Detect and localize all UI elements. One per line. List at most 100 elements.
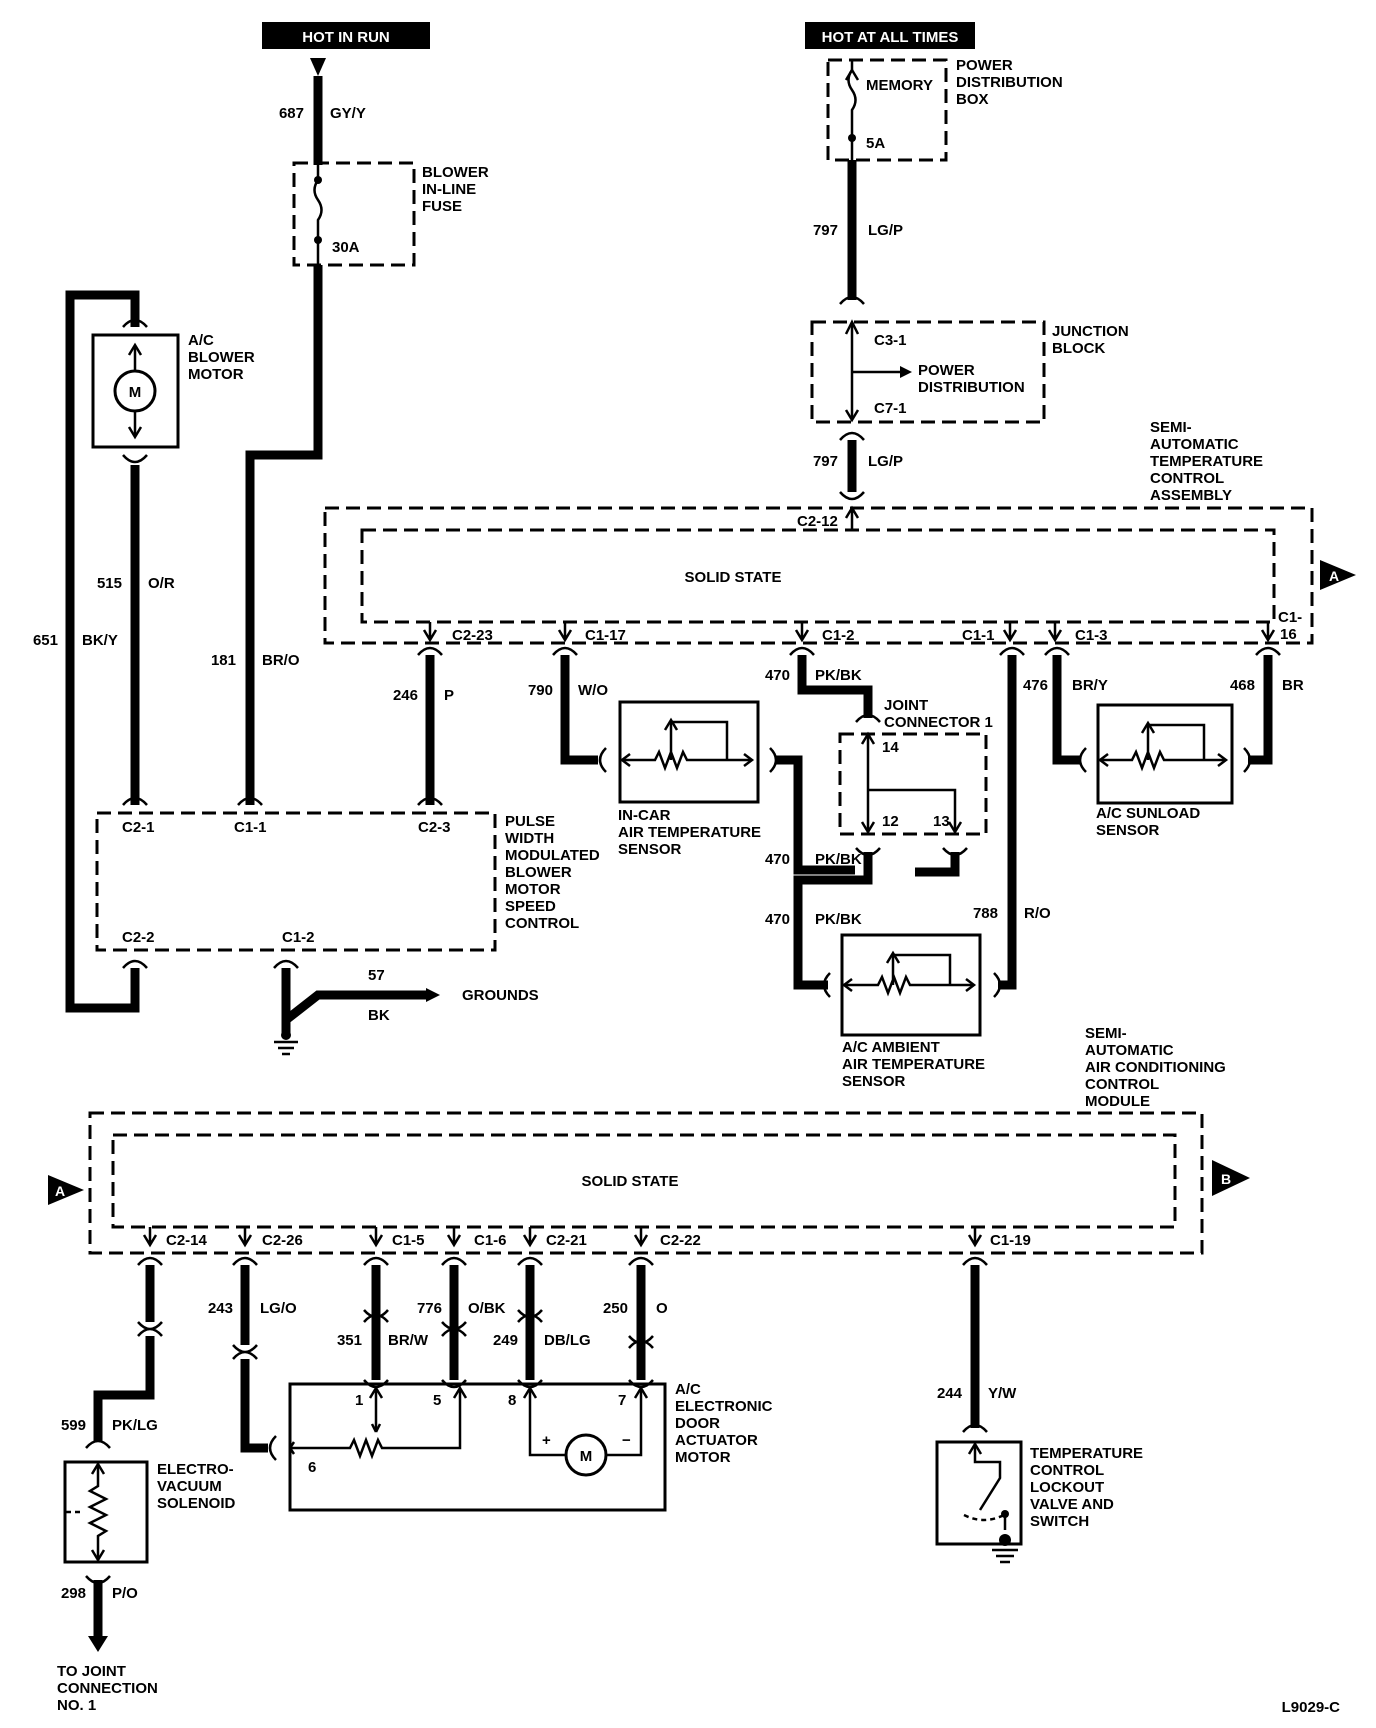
mod-conn-c2-21: C2-21 (546, 1232, 587, 1249)
wire-181 (245, 265, 323, 805)
in-car-sensor-label: IN-CAR AIR TEMPERATURE SENSOR (618, 807, 765, 858)
conn-c2-23: C2-23 (452, 627, 493, 644)
memory-fuse-arrow (844, 67, 860, 81)
wire-468-circuit: 468 (1230, 677, 1255, 694)
actuator-motor-symbol: M (580, 1448, 593, 1465)
ac-blower-motor-label: A/C BLOWER MOTOR (188, 332, 259, 383)
blower-inline-fuse (292, 161, 416, 267)
wire-470b-circuit: 470 (765, 851, 790, 868)
act-pin-7: 7 (618, 1392, 626, 1409)
electro-vacuum-solenoid-label: ELECTRO- VACUUM SOLENOID (157, 1461, 238, 1512)
wire-57-color: BK (368, 1007, 390, 1024)
pwm-conn-c2-1: C2-1 (122, 819, 155, 836)
offpage-connector-b: B (1212, 1160, 1250, 1196)
actuator-potentiometer (290, 1388, 462, 1460)
wire-687-circuit: 687 (279, 105, 304, 122)
jc-pin-13: 13 (933, 813, 950, 830)
wire-468 (1248, 655, 1273, 765)
wire-243-color: LG/O (260, 1300, 297, 1317)
wire-476 (1052, 655, 1080, 765)
wire-470b-color: PK/BK (815, 851, 862, 868)
wire-470c-color: PK/BK (815, 911, 862, 928)
electro-vacuum-solenoid (63, 1460, 149, 1564)
mod-conn-c2-14: C2-14 (166, 1232, 208, 1249)
memory-fuse-label: MEMORY (866, 77, 933, 94)
wire-788-circuit: 788 (973, 905, 998, 922)
wire-470c-circuit: 470 (765, 911, 790, 928)
power-distribution-box (826, 58, 948, 162)
wire-797-color: LG/P (868, 222, 903, 239)
wire-790-color: W/O (578, 682, 608, 699)
act-plus: + (542, 1432, 551, 1449)
ac-blower-motor (91, 333, 180, 449)
wire-776-circuit: 776 (417, 1300, 442, 1317)
wire-687-color: GY/Y (330, 105, 366, 122)
wire-476-color: BR/Y (1072, 677, 1108, 694)
wire-599-color: PK/LG (112, 1417, 158, 1434)
mod-conn-c1-6: C1-6 (474, 1232, 507, 1249)
wire-468-color: BR (1282, 677, 1304, 694)
wire-244-color: Y/W (988, 1385, 1017, 1402)
power-distribution-box-label: POWER DISTRIBUTION BOX (956, 57, 1067, 108)
ac-sunload-sensor (1096, 703, 1234, 805)
wire-250-circuit: 250 (603, 1300, 628, 1317)
solid-state-bottom-label: SOLID STATE (582, 1173, 679, 1190)
switch-ground-symbol (992, 1548, 1018, 1564)
hot-at-all-times-label: HOT AT ALL TIMES (805, 22, 975, 49)
in-car-thermistor (622, 720, 752, 772)
wire-298-circuit: 298 (61, 1585, 86, 1602)
mod-conn-c1-19: C1-19 (990, 1232, 1031, 1249)
wire-515-circuit: 515 (97, 575, 122, 592)
connector-symbol (839, 295, 865, 305)
pwm-blower-speed-control (95, 811, 497, 952)
joint-connector-label: JOINT CONNECTOR 1 (884, 697, 993, 731)
wire-351-circuit: 351 (337, 1332, 362, 1349)
wire-790-circuit: 790 (528, 682, 553, 699)
wire-651-color: BK/Y (82, 632, 118, 649)
wire-249-circuit: 249 (493, 1332, 518, 1349)
wire-599-circuit: 599 (61, 1417, 86, 1434)
ambient-sensor-label: A/C AMBIENT AIR TEMPERATURE SENSOR (842, 1039, 989, 1090)
blower-inline-fuse-label: BLOWER IN-LINE FUSE (422, 164, 493, 215)
wire-181-color: BR/O (262, 652, 300, 669)
wire-470a-circuit: 470 (765, 667, 790, 684)
wire-243 (240, 1359, 268, 1453)
pwm-conn-c1-1: C1-1 (234, 819, 267, 836)
act-minus: − (622, 1432, 631, 1449)
svg-text:A: A (55, 1183, 65, 1199)
wire-57-circuit: 57 (368, 967, 385, 984)
wire-181-circuit: 181 (211, 652, 236, 669)
ac-control-module (88, 1111, 1204, 1255)
junction-block-label: JUNCTION BLOCK (1052, 323, 1133, 357)
motor-symbol: M (129, 384, 142, 401)
to-joint-connection-label: TO JOINT CONNECTION NO. 1 (57, 1663, 162, 1714)
mod-conn-c2-22: C2-22 (660, 1232, 701, 1249)
wire-57 (283, 990, 426, 1024)
conn-c7-1: C7-1 (874, 400, 907, 417)
supply-arrow (310, 58, 326, 76)
wire-776-color: O/BK (468, 1300, 506, 1317)
blower-fuse-rating: 30A (332, 239, 360, 256)
ground-symbol (274, 1040, 298, 1056)
wire-470-top (797, 655, 873, 718)
junction-block (810, 320, 1046, 424)
solid-state-top (360, 528, 1276, 624)
memory-fuse-rating: 5A (866, 135, 885, 152)
wire-470-mid (775, 755, 855, 875)
ambient-thermistor (844, 953, 974, 997)
wire-298-color: P/O (112, 1585, 138, 1602)
blower-fuse-symbol (313, 165, 323, 265)
junction-internal (850, 322, 908, 420)
in-car-air-temperature-sensor (618, 700, 760, 804)
svg-text:B: B (1221, 1171, 1231, 1187)
wire-797b-circuit: 797 (813, 453, 838, 470)
figure-id: L9029-C (1282, 1699, 1341, 1716)
mod-conn-c1-5: C1-5 (392, 1232, 425, 1249)
svg-text:HOT AT ALL TIMES: HOT AT ALL TIMES (822, 29, 959, 46)
conn-c2-12: C2-12 (797, 513, 838, 530)
temperature-control-assembly (323, 506, 1314, 645)
svg-text:A: A (1329, 568, 1339, 584)
wire-788 (998, 655, 1017, 990)
pwm-conn-c2-3: C2-3 (418, 819, 451, 836)
wire-797-circuit: 797 (813, 222, 838, 239)
